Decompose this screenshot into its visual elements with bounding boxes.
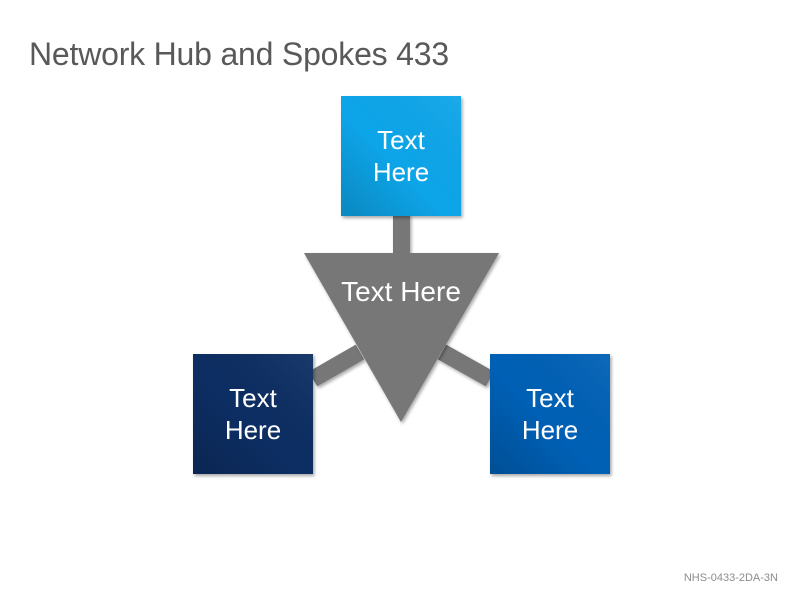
spoke-label-left-line1: Text (229, 383, 277, 413)
hub-triangle (304, 253, 499, 422)
hub-label: Text Here (341, 276, 461, 307)
hub-node: Text Here (304, 253, 499, 422)
spoke-node-left: Text Here (193, 354, 313, 474)
connector-left (308, 344, 365, 387)
spoke-box-left-shade (193, 354, 313, 474)
spoke-node-top: Text Here (341, 96, 461, 216)
spoke-label-right-line1: Text (526, 383, 574, 413)
connector-right (437, 344, 495, 387)
connectors (308, 214, 495, 387)
spoke-label-left-line2: Here (225, 415, 281, 445)
spoke-node-right: Text Here (490, 354, 610, 474)
spoke-label-top-line1: Text (377, 125, 425, 155)
connector-top (393, 214, 410, 258)
spoke-box-right-shade (490, 354, 610, 474)
spoke-label-right-line2: Here (522, 415, 578, 445)
footer-code: NHS-0433-2DA-3N (683, 572, 778, 584)
spoke-label-top-line2: Here (373, 157, 429, 187)
slide-title: Network Hub and Spokes 433 (29, 36, 449, 72)
spoke-box-top-shade (341, 96, 461, 216)
